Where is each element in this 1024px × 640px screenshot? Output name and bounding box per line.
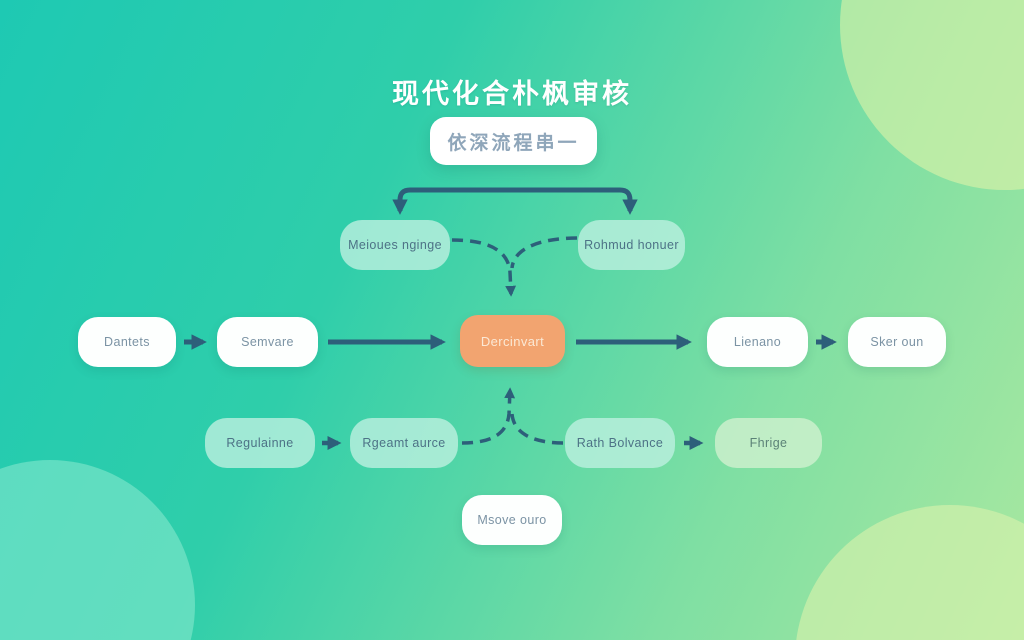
decorative-circle-bottom-right xyxy=(795,505,1024,640)
connector-dashed-lower3-to-center xyxy=(510,413,564,445)
node-center-label: Dercinvart xyxy=(480,333,545,349)
node-upper-right-label: Rohmud honuer xyxy=(584,238,679,252)
node-bottom: Msove ouro xyxy=(462,495,562,545)
node-input-1-label: Dantets xyxy=(104,335,150,349)
decorative-circle-bottom-left xyxy=(0,460,195,640)
node-lower-1-label: Regulainne xyxy=(226,436,294,450)
node-input-2: Semvare xyxy=(217,317,318,367)
node-lower-2-label: Rgeamt aurce xyxy=(362,436,446,450)
node-lower-1: Regulainne xyxy=(205,418,315,468)
node-lower-4: Fhrige xyxy=(715,418,822,468)
node-upper-left-label: Meioues nginge xyxy=(348,238,442,252)
node-output-1-label: Lienano xyxy=(733,335,782,349)
node-lower-3-label: Rath Bolvance xyxy=(576,436,664,450)
node-lower-3: Rath Bolvance xyxy=(565,418,675,468)
connector-dashed-upper-left-to-center xyxy=(451,238,517,297)
node-lower-4-label: Fhrige xyxy=(749,436,788,450)
node-input-1: Dantets xyxy=(78,317,176,367)
node-center: Dercinvart xyxy=(460,315,565,367)
process-header-label: 依深流程串一 xyxy=(447,132,580,154)
connector-dashed-upper-right-to-center xyxy=(510,236,578,269)
node-input-2-label: Semvare xyxy=(241,335,294,349)
diagram-title: 现代化合朴枫审核 xyxy=(392,79,632,109)
node-upper-right: Rohmud honuer xyxy=(578,220,685,270)
process-header-box: 依深流程串一 xyxy=(430,117,597,165)
node-output-2: Sker oun xyxy=(848,317,946,367)
connector-split-top xyxy=(392,187,638,215)
node-output-2-label: Sker oun xyxy=(870,335,924,349)
connector-dashed-lower2-to-center xyxy=(461,387,516,445)
node-bottom-label: Msove ouro xyxy=(477,513,547,527)
node-upper-left: Meioues nginge xyxy=(340,220,450,270)
node-output-1: Lienano xyxy=(707,317,808,367)
node-lower-2: Rgeamt aurce xyxy=(350,418,458,468)
